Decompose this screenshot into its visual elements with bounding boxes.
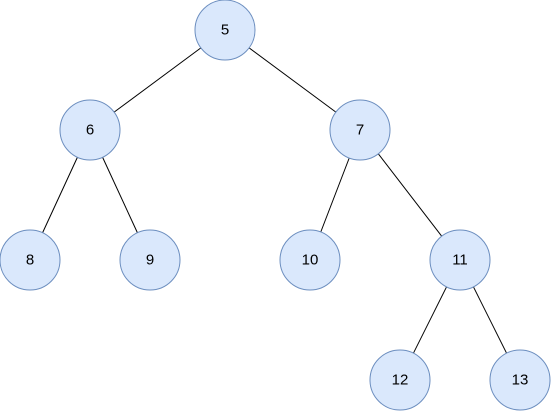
tree-node-8: 8 (0, 229, 61, 291)
node-label: 13 (512, 372, 529, 389)
node-circle (0, 229, 61, 291)
tree-node-10: 10 (279, 229, 341, 291)
node-circle (279, 229, 341, 291)
edge-n7-n11 (377, 153, 443, 237)
node-circle (329, 99, 391, 161)
node-circle (429, 229, 491, 291)
edges-layer (42, 47, 508, 354)
node-circle (119, 229, 181, 291)
node-circle (489, 349, 551, 411)
node-label: 11 (452, 252, 468, 269)
node-label: 7 (356, 122, 364, 139)
edge-n6-n8 (42, 157, 78, 233)
tree-node-13: 13 (489, 349, 551, 411)
edge-n11-n12 (412, 286, 448, 354)
tree-node-5: 5 (194, 0, 256, 61)
node-circle (59, 99, 121, 161)
edge-n6-n9 (102, 157, 138, 233)
tree-node-12: 12 (369, 349, 431, 411)
edge-n5-n6 (113, 47, 202, 113)
edge-n5-n7 (248, 47, 337, 113)
node-label: 6 (86, 122, 94, 139)
tree-node-9: 9 (119, 229, 181, 291)
node-label: 5 (221, 22, 229, 39)
edge-n11-n13 (472, 286, 508, 354)
node-circle (369, 349, 431, 411)
tree-node-7: 7 (329, 99, 391, 161)
node-label: 8 (26, 252, 34, 269)
tree-node-11: 11 (429, 229, 491, 291)
edge-n7-n10 (320, 157, 350, 233)
node-label: 9 (146, 252, 154, 269)
node-label: 12 (392, 372, 409, 389)
tree-node-6: 6 (59, 99, 121, 161)
node-circle (194, 0, 256, 61)
node-label: 10 (302, 252, 319, 269)
